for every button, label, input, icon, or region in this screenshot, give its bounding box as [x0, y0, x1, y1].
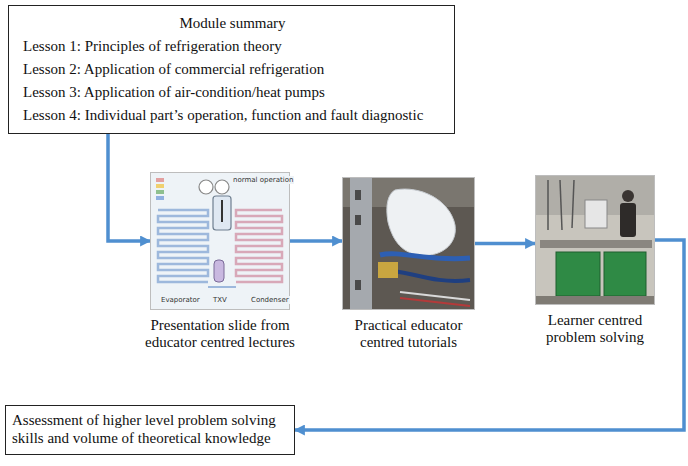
compressor-shaft — [221, 200, 223, 222]
txv-valve — [214, 260, 224, 282]
compressor — [213, 196, 231, 230]
lesson-item: Lesson 4: Individual part’s operation, f… — [23, 104, 423, 127]
pipe — [208, 286, 236, 288]
condenser-coil — [236, 210, 282, 282]
image-caption: Learner centred problem solving — [530, 312, 660, 346]
panel-hole — [355, 190, 361, 200]
floor — [535, 296, 655, 305]
green-crate — [556, 252, 600, 296]
person-body — [620, 203, 636, 237]
gauge — [199, 180, 213, 194]
panel-hole — [355, 215, 361, 225]
summary-heading: Module summary — [179, 12, 285, 35]
lesson-item: Lesson 1: Principles of refrigeration th… — [23, 35, 282, 58]
gloved-hand — [387, 189, 455, 255]
blue-tube — [380, 254, 470, 259]
color-key — [156, 190, 164, 194]
illustration-label: Condenser — [250, 296, 290, 304]
image-caption: Practical educator centred tutorials — [339, 317, 479, 351]
component — [378, 262, 398, 278]
illustration-label: Evaporator — [160, 296, 201, 304]
slide-background — [150, 172, 290, 310]
slide-illustration — [150, 172, 290, 310]
flow-arrow — [475, 242, 535, 246]
green-crate — [604, 252, 646, 296]
photo-background — [535, 175, 655, 305]
module-summary-box: Module summaryLesson 1: Principles of re… — [8, 5, 455, 134]
illustration-label: normal operation — [232, 176, 294, 184]
tutorial-image: Practical educator centred tutorials — [342, 177, 475, 310]
evaporator-coil — [158, 210, 208, 282]
lesson-item: Lesson 2: Application of commercial refr… — [23, 58, 324, 81]
flow-arrow — [295, 240, 684, 430]
photo-background — [342, 177, 475, 310]
gauge — [215, 180, 229, 194]
slide-image: Presentation slide from educator centred… — [150, 172, 290, 310]
illustration-label: TXV — [212, 296, 228, 304]
person-head — [622, 190, 634, 202]
tutorial-photo — [342, 177, 475, 310]
hanging-hose — [560, 180, 562, 230]
color-key — [156, 178, 164, 182]
image-caption: Presentation slide from educator centred… — [135, 317, 305, 351]
panel-hole — [355, 280, 361, 290]
color-key — [156, 184, 164, 188]
hanging-hose — [547, 180, 549, 230]
lab-image: Learner centred problem solving — [535, 175, 655, 305]
lab-photo — [535, 175, 655, 305]
workbench — [540, 240, 652, 248]
assessment-box: Assessment of higher level problem solvi… — [5, 405, 295, 455]
flow-arrow — [108, 134, 150, 241]
color-key — [156, 196, 164, 200]
metal-panel — [350, 177, 372, 310]
flow-arrow — [290, 239, 342, 243]
wire — [400, 298, 470, 306]
hanging-hose — [572, 180, 574, 228]
box-text: Assessment of higher level problem solvi… — [12, 411, 288, 447]
unit — [585, 200, 607, 228]
lesson-item: Lesson 3: Application of air-condition/h… — [23, 81, 325, 104]
